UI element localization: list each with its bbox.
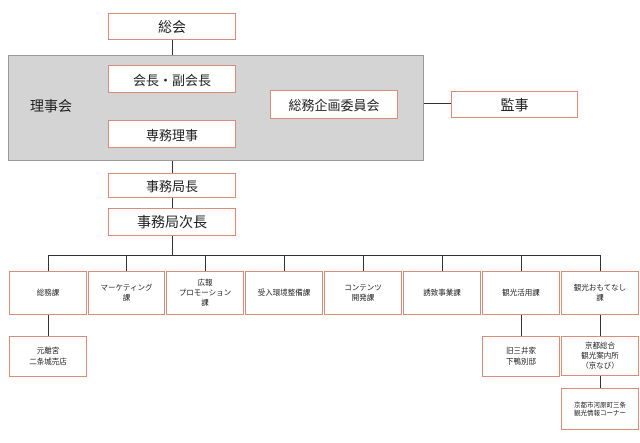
- connector-line: [205, 255, 206, 271]
- auditor-box: 監事: [451, 91, 578, 118]
- connector-line: [48, 255, 600, 256]
- chair-box: 会長・副会長: [108, 65, 236, 93]
- department-hospitality: 観光おもてなし 課: [561, 271, 639, 315]
- connector-line: [600, 315, 601, 336]
- connector-line: [172, 198, 173, 208]
- connector-line: [600, 376, 601, 388]
- department-marketing: マーケティング 課: [88, 271, 165, 315]
- general-assembly-box: 総会: [108, 13, 236, 40]
- connector-line: [172, 161, 173, 173]
- department-content-development: コンテンツ 開発課: [324, 271, 402, 315]
- connector-line: [442, 255, 443, 271]
- connector-line: [521, 315, 522, 336]
- executive-director-box: 専務理事: [108, 120, 236, 148]
- sub-unit-kawaramachi-info-corner: 京都市河原町三条 観光情報コーナー: [561, 388, 639, 430]
- department-pr-promotion: 広報 プロモーション 課: [166, 271, 244, 315]
- connector-line: [172, 40, 173, 55]
- connector-line: [521, 255, 522, 271]
- sub-unit-mitsui-villa: 旧三井家 下鴨別邸: [482, 336, 560, 377]
- connector-line: [48, 315, 49, 336]
- connector-line: [48, 255, 49, 271]
- board-label: 理事会: [30, 99, 72, 115]
- connector-line: [284, 255, 285, 271]
- sub-unit-kyoto-tourist-info: 京都総合 観光案内所 （京なび）: [561, 336, 639, 376]
- connector-line: [363, 255, 364, 271]
- connector-line: [600, 255, 601, 271]
- department-general-affairs: 総務課: [9, 271, 87, 315]
- secretary-general-box: 事務局長: [108, 173, 236, 198]
- department-attraction-business: 誘致事業課: [403, 271, 481, 315]
- connector-line: [424, 103, 451, 104]
- department-tourism-utilization: 観光活用課: [482, 271, 560, 315]
- connector-line: [172, 236, 173, 255]
- committee-box: 総務企画委員会: [270, 90, 398, 119]
- department-reception-environment: 受入環境整備課: [245, 271, 323, 315]
- sub-unit-nijo-castle-shop: 元離宮 二条城売店: [9, 336, 87, 377]
- deputy-secretary-general-box: 事務局次長: [108, 208, 236, 236]
- connector-line: [126, 255, 127, 271]
